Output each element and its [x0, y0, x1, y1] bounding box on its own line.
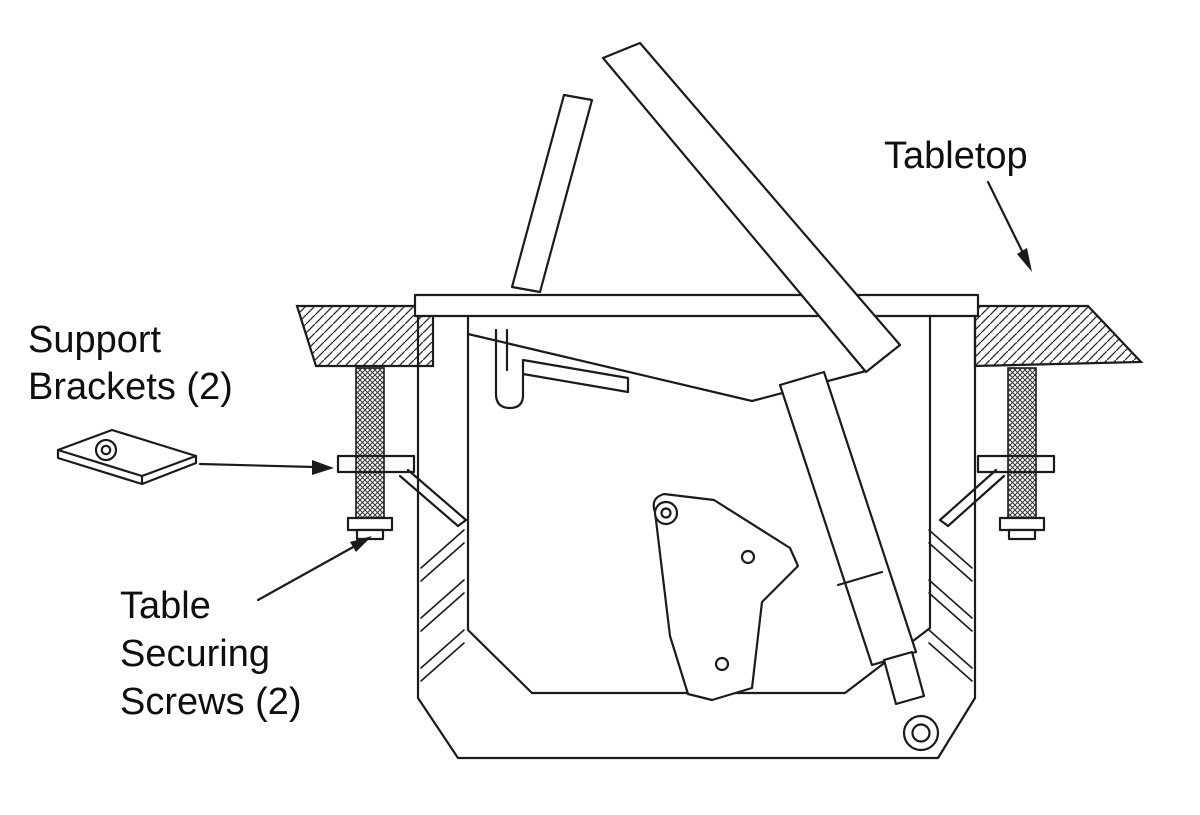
label-support-brackets-line2: Brackets (2)	[28, 366, 233, 408]
right-securing-screw	[938, 367, 1056, 541]
strut-joint-line	[836, 570, 884, 587]
left-screw-head	[346, 516, 394, 532]
right-screw-head	[998, 516, 1046, 532]
bracket-plate-face	[56, 428, 198, 478]
left-bracket-arm	[398, 468, 468, 528]
right-bracket-arm	[938, 468, 1006, 528]
housing-outer-wall	[416, 314, 977, 760]
right-screw-threads	[1007, 367, 1037, 521]
linkage-rivet-upper	[740, 549, 756, 565]
label-securing-screws-line2: Securing	[120, 633, 270, 675]
tilted-panel-assembly	[466, 41, 902, 403]
linkage-rivet-lower	[714, 656, 730, 672]
left-screw-threads	[355, 367, 385, 521]
label-support-brackets-line1: Support	[28, 319, 162, 361]
left-screw-head-base	[355, 528, 385, 541]
j-hook	[494, 328, 525, 410]
hook-bracket	[494, 328, 630, 410]
tabletop-leader-line	[986, 180, 1025, 255]
securing-screws-arrowhead	[350, 536, 372, 552]
strut-clevis	[882, 650, 926, 706]
securing-screws-leader-line	[256, 544, 357, 602]
callout-leaders	[198, 180, 1032, 602]
linkage-plate	[652, 492, 800, 702]
vent-slots-right	[928, 529, 973, 682]
right-bracket-plate	[976, 454, 1056, 474]
tilted-panel	[601, 41, 902, 374]
label-securing-screws-line3: Screws (2)	[120, 681, 302, 723]
strut-body	[778, 370, 918, 667]
pivot-linkage	[652, 492, 800, 702]
support-bracket-detail	[56, 428, 198, 486]
bracket-thickness-right	[140, 454, 198, 486]
tabletop-right-section	[973, 304, 1144, 368]
left-bracket-plate	[336, 454, 416, 474]
rear-support-strut	[510, 93, 594, 294]
pivot-hole-inner	[660, 507, 672, 519]
left-securing-screw	[336, 367, 468, 541]
device-housing	[416, 314, 977, 760]
tabletop-left-section	[295, 304, 435, 368]
strut-eye-inner	[911, 723, 931, 743]
label-tabletop: Tabletop	[884, 135, 1028, 177]
support-brackets-leader-line	[198, 462, 316, 469]
labels: Tabletop Support Brackets (2) Table Secu…	[28, 135, 1028, 723]
right-screw-head-base	[1007, 528, 1037, 541]
vent-slots-left	[420, 529, 465, 682]
bracket-thickness-left	[56, 448, 144, 486]
gas-strut	[778, 370, 940, 752]
support-brackets-arrowhead	[312, 460, 334, 475]
bracket-nut-inner	[100, 444, 112, 456]
hook-strap	[521, 358, 630, 394]
tabletop-arrowhead	[1017, 248, 1032, 272]
unit-top-flange	[413, 293, 980, 318]
label-securing-screws-line1: Table	[120, 585, 211, 627]
